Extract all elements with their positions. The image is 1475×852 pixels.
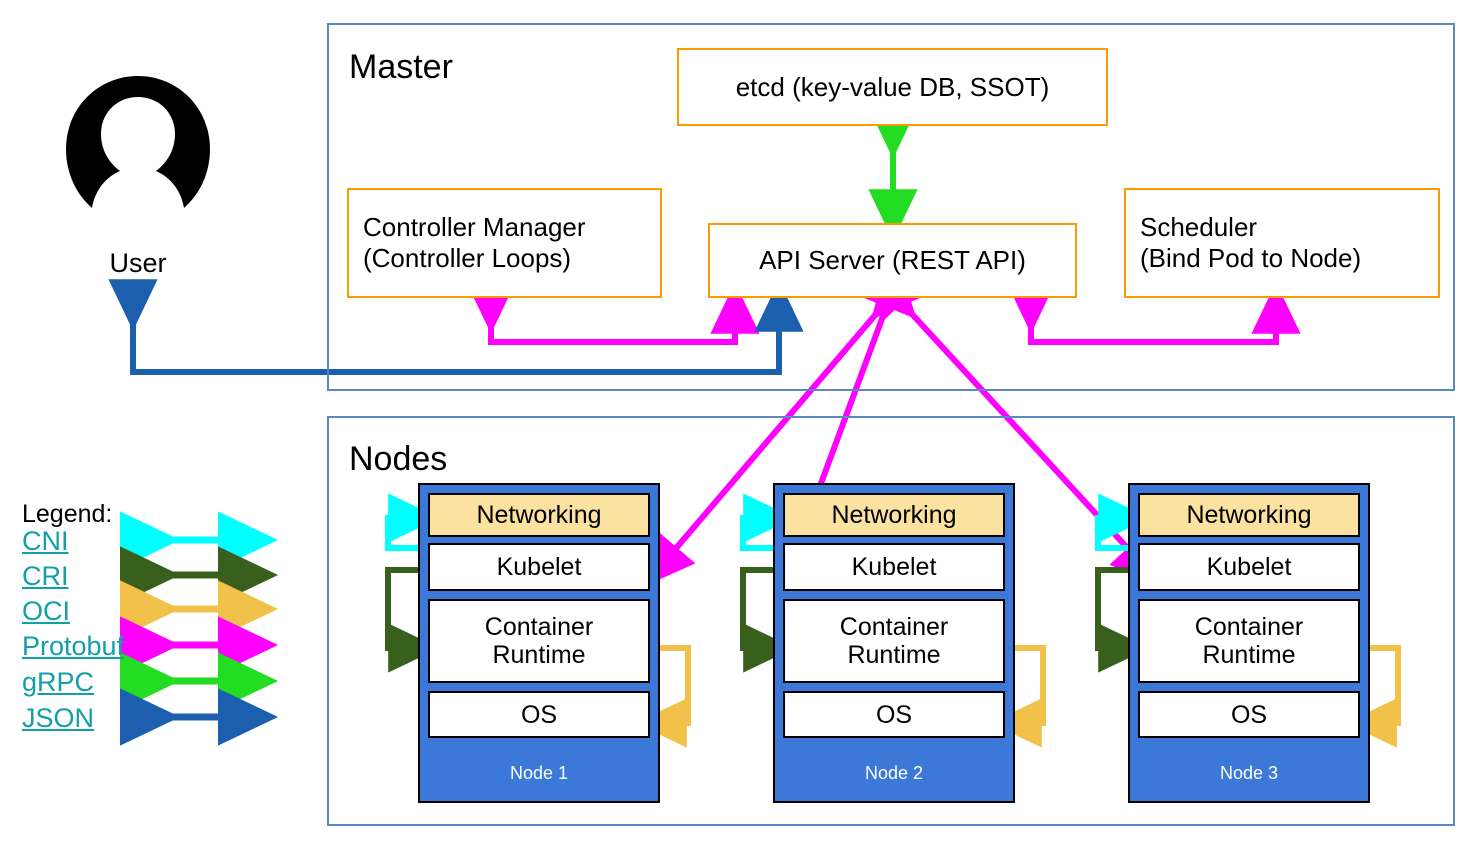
api-server-box[interactable]: API Server (REST API) <box>708 223 1077 298</box>
node-card[interactable]: Networking Kubelet Container Runtime OS … <box>1128 483 1370 803</box>
node-layer-os[interactable]: OS <box>1138 691 1360 738</box>
legend-item-protobuf[interactable]: Protobuf <box>22 631 125 661</box>
user-avatar-icon <box>66 76 210 208</box>
node-layer-kubelet[interactable]: Kubelet <box>428 543 650 591</box>
legend-title: Legend: <box>22 500 113 528</box>
controller-manager-label: Controller Manager (Controller Loops) <box>363 212 586 273</box>
node-layer-os[interactable]: OS <box>428 691 650 738</box>
legend-item-grpc[interactable]: gRPC <box>22 667 95 697</box>
scheduler-label: Scheduler (Bind Pod to Node) <box>1140 212 1361 273</box>
legend-item-cri[interactable]: CRI <box>22 561 69 591</box>
node-layer-container-runtime[interactable]: Container Runtime <box>1138 599 1360 683</box>
user-caption: User <box>109 248 167 278</box>
node-layer-runtime-label-line1: Container <box>1194 613 1304 641</box>
node-layer-runtime-label-line2: Runtime <box>1202 641 1296 669</box>
node-layer-kubelet-label: Kubelet <box>496 553 582 581</box>
node-layer-networking-label: Networking <box>476 501 602 529</box>
legend-item-oci[interactable]: OCI <box>22 596 71 626</box>
node-name-label: Node 1 <box>509 763 569 783</box>
master-title: Master <box>349 48 453 86</box>
controller-manager-box[interactable]: Controller Manager (Controller Loops) <box>347 188 662 298</box>
node-layer-kubelet[interactable]: Kubelet <box>1138 543 1360 591</box>
legend-item-cni[interactable]: CNI <box>22 526 69 556</box>
nodes-title: Nodes <box>349 440 448 478</box>
etcd-box[interactable]: etcd (key-value DB, SSOT) <box>677 48 1108 126</box>
node-layer-runtime-label-line1: Container <box>484 613 594 641</box>
node-name-label: Node 2 <box>864 763 924 783</box>
node-layer-os-label: OS <box>875 700 913 729</box>
scheduler-label-line2: (Bind Pod to Node) <box>1140 243 1362 273</box>
node-layer-networking[interactable]: Networking <box>783 493 1005 537</box>
node-layer-networking-label: Networking <box>1186 501 1312 529</box>
node-layer-runtime-label-line2: Runtime <box>847 641 941 669</box>
node-layer-kubelet-label: Kubelet <box>1206 553 1292 581</box>
node-layer-os-label: OS <box>520 700 558 729</box>
legend-item-json[interactable]: JSON <box>22 703 95 733</box>
node-name-label: Node 3 <box>1219 763 1279 783</box>
node-layer-os[interactable]: OS <box>783 691 1005 738</box>
node-layer-container-runtime[interactable]: Container Runtime <box>428 599 650 683</box>
api-server-label: API Server (REST API) <box>759 245 1026 276</box>
node-layer-container-runtime[interactable]: Container Runtime <box>783 599 1005 683</box>
node-layer-os-label: OS <box>1230 700 1268 729</box>
node-layer-networking[interactable]: Networking <box>1138 493 1360 537</box>
node-layer-networking-label: Networking <box>831 501 957 529</box>
scheduler-box[interactable]: Scheduler (Bind Pod to Node) <box>1124 188 1440 298</box>
node-layer-runtime-label-line1: Container <box>839 613 949 641</box>
node-layer-networking[interactable]: Networking <box>428 493 650 537</box>
node-layer-kubelet[interactable]: Kubelet <box>783 543 1005 591</box>
controller-manager-label-line2: (Controller Loops) <box>363 243 572 273</box>
master-container <box>327 23 1455 391</box>
node-card[interactable]: Networking Kubelet Container Runtime OS … <box>418 483 660 803</box>
node-card[interactable]: Networking Kubelet Container Runtime OS … <box>773 483 1015 803</box>
controller-manager-label-line1: Controller Manager <box>363 212 586 243</box>
etcd-label: etcd (key-value DB, SSOT) <box>735 71 1050 102</box>
node-layer-kubelet-label: Kubelet <box>851 553 937 581</box>
node-layer-runtime-label-line2: Runtime <box>492 641 586 669</box>
scheduler-label-line1: Scheduler <box>1140 212 1258 243</box>
nodes-container <box>327 416 1455 826</box>
